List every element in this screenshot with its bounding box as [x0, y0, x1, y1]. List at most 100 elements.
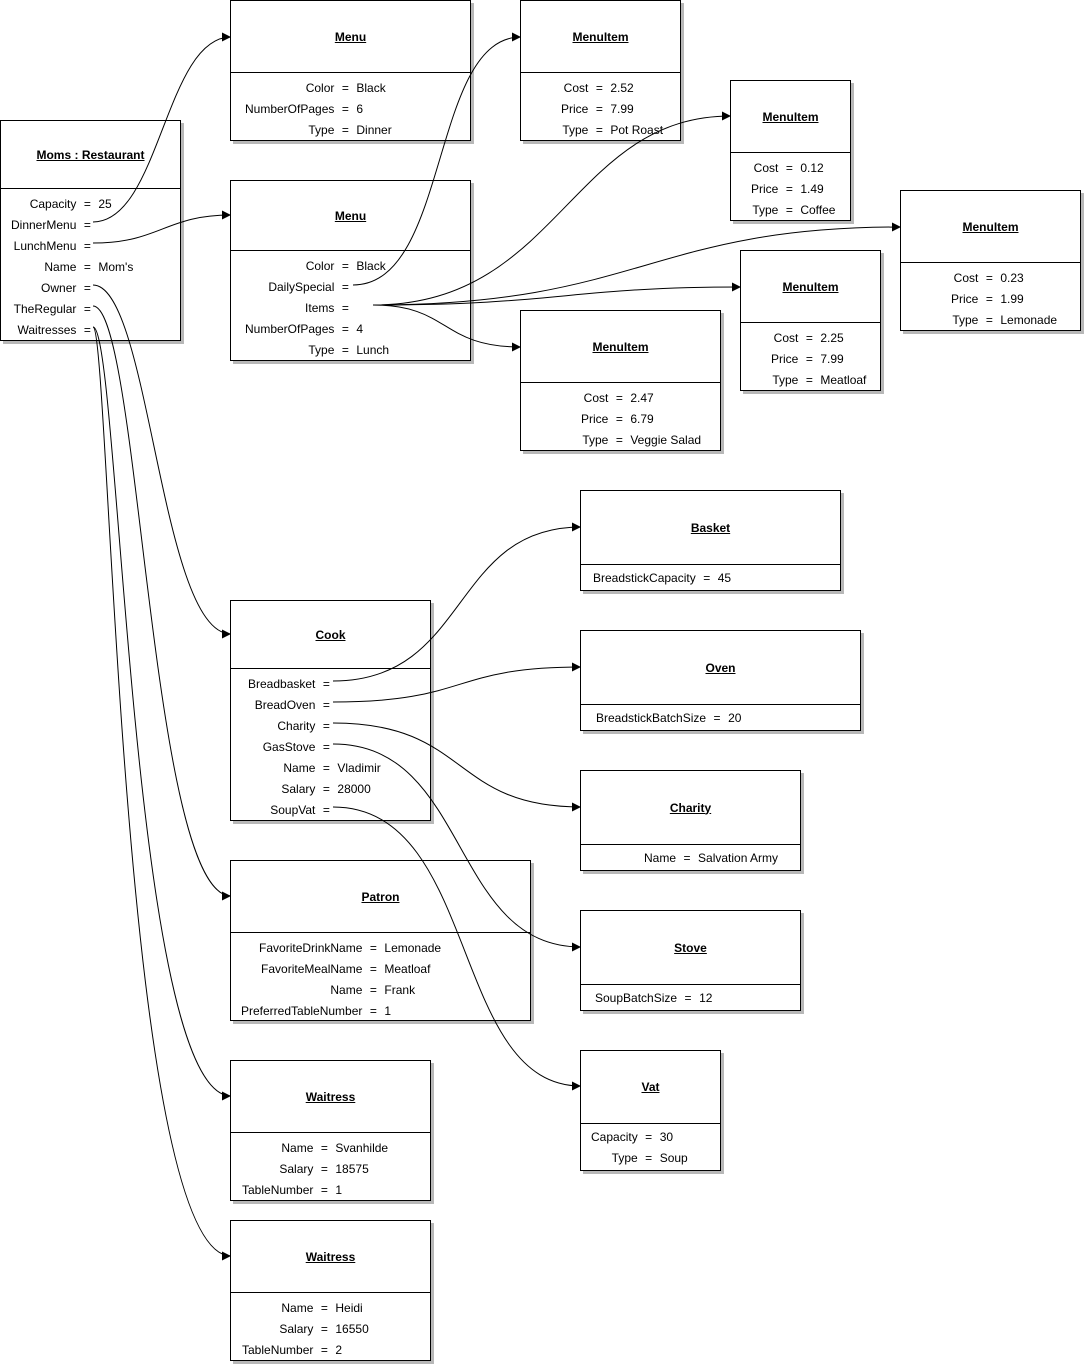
attr-key: Salary — [281, 782, 316, 796]
attr-value — [337, 695, 430, 716]
object-title: Menu — [334, 29, 367, 44]
equals: = — [322, 698, 330, 712]
lunch-menu-header: Menu — [231, 181, 470, 251]
equals: = — [83, 281, 91, 295]
equals: = — [320, 1183, 328, 1197]
equals: = — [645, 1130, 653, 1144]
attr-value: 18575 — [335, 1162, 369, 1176]
attr-key: Capacity — [29, 197, 77, 211]
attr-value: Mom's — [98, 260, 134, 274]
edge-waitress-1 — [92, 326, 232, 1101]
attr-value — [337, 800, 430, 821]
attr-key: Price — [561, 102, 589, 116]
attr-value: 1 — [335, 1183, 343, 1197]
menuitem-attributes: Cost=2.47 Price=6.79 Type=Veggie Salad — [521, 383, 720, 451]
attr-value: 1 — [384, 1004, 392, 1018]
attr-key: Charity — [277, 719, 316, 733]
attr-value: Lemonade — [384, 941, 442, 955]
equals: = — [595, 102, 603, 116]
equals: = — [320, 1141, 328, 1155]
restaurant-attributes: Capacity=25 DinnerMenu= LunchMenu= Name=… — [1, 189, 180, 341]
attr-value: 2.47 — [630, 391, 654, 405]
equals: = — [684, 991, 692, 1005]
waitress-svanhilde-object: Waitress Name=Svanhilde Salary=18575 Tab… — [230, 1060, 431, 1201]
vat-object: Vat Capacity=30 Type=Soup — [580, 1050, 721, 1171]
attr-key: Cost — [753, 161, 779, 175]
attr-value: 7.99 — [610, 102, 634, 116]
attr-key: NumberOfPages — [245, 102, 335, 116]
dinner-menu-object: Menu Color=Black NumberOfPages=6 Type=Di… — [230, 0, 471, 141]
attr-value — [98, 236, 180, 257]
equals: = — [341, 81, 349, 95]
object-title: Moms : Restaurant — [36, 147, 145, 162]
menuitem-attributes: Cost=0.23 Price=1.99 Type=Lemonade — [901, 263, 1080, 331]
equals: = — [985, 313, 993, 327]
attr-key: FavoriteDrinkName — [259, 941, 363, 955]
attr-value — [337, 674, 430, 695]
equals: = — [341, 343, 349, 357]
equals: = — [320, 1301, 328, 1315]
equals: = — [369, 983, 377, 997]
object-title: MenuItem — [762, 109, 819, 124]
attr-key: Price — [771, 352, 799, 366]
patron-object: Patron FavoriteDrinkName=Lemonade Favori… — [230, 860, 531, 1021]
equals: = — [83, 239, 91, 253]
attr-value — [98, 278, 180, 299]
attr-value: Meatloaf — [384, 962, 431, 976]
attr-value: Frank — [384, 983, 416, 997]
attr-key: Cost — [773, 331, 799, 345]
stove-attributes: SoupBatchSize=12 — [581, 985, 800, 1009]
oven-object: Oven BreadstickBatchSize=20 — [580, 630, 861, 731]
attr-value: 16550 — [335, 1322, 369, 1336]
attr-value: Black — [356, 259, 386, 273]
menuitem-pot-roast-object: MenuItem Cost=2.52 Price=7.99 Type=Pot R… — [520, 0, 681, 141]
object-title: MenuItem — [782, 279, 839, 294]
menuitem-header: MenuItem — [901, 191, 1080, 263]
object-title: MenuItem — [572, 29, 629, 44]
menuitem-attributes: Cost=0.12 Price=1.49 Type=Coffee — [731, 153, 850, 221]
equals: = — [785, 161, 793, 175]
equals: = — [683, 851, 691, 865]
attr-value: 0.12 — [800, 161, 824, 175]
oven-attributes: BreadstickBatchSize=20 — [581, 705, 860, 729]
equals: = — [645, 1151, 653, 1165]
lunch-menu-attributes: Color=Black DailySpecial= Items= NumberO… — [231, 251, 470, 361]
object-title: Vat — [641, 1080, 660, 1094]
attr-value: Soup — [659, 1151, 688, 1165]
menuitem-header: MenuItem — [521, 1, 680, 73]
waitress-attributes: Name=Svanhilde Salary=18575 TableNumber=… — [231, 1133, 430, 1201]
attr-key: FavoriteMealName — [261, 962, 363, 976]
attr-key: Type — [582, 433, 609, 447]
menuitem-attributes: Cost=2.25 Price=7.99 Type=Meatloaf — [741, 323, 880, 391]
equals: = — [322, 719, 330, 733]
equals: = — [595, 81, 603, 95]
equals: = — [615, 391, 623, 405]
equals: = — [615, 433, 623, 447]
attr-key: BreadOven — [254, 698, 316, 712]
equals: = — [341, 123, 349, 137]
attr-key: GasStove — [262, 740, 316, 754]
attr-value: 1.99 — [1000, 292, 1024, 306]
attr-key: Type — [308, 343, 335, 357]
cook-object: Cook Breadbasket= BreadOven= Charity= Ga… — [230, 600, 431, 821]
attr-key: Price — [951, 292, 979, 306]
attr-value: 7.99 — [820, 352, 844, 366]
equals: = — [322, 782, 330, 796]
equals: = — [369, 962, 377, 976]
attr-key: DinnerMenu — [11, 218, 77, 232]
attr-key: Cost — [953, 271, 979, 285]
attr-value: 28000 — [337, 782, 371, 796]
equals: = — [322, 740, 330, 754]
attr-value: 30 — [659, 1130, 674, 1144]
attr-key: Color — [305, 259, 335, 273]
attr-value: 4 — [356, 322, 364, 336]
attr-key: Type — [772, 373, 799, 387]
equals: = — [985, 271, 993, 285]
attr-value: 6.79 — [630, 412, 654, 426]
attr-key: DailySpecial — [268, 280, 335, 294]
attr-value: 6 — [356, 102, 364, 116]
attr-key: Salary — [279, 1322, 314, 1336]
attr-key: BreadstickCapacity — [593, 571, 696, 585]
attr-key: Items — [305, 301, 335, 315]
equals: = — [320, 1343, 328, 1357]
